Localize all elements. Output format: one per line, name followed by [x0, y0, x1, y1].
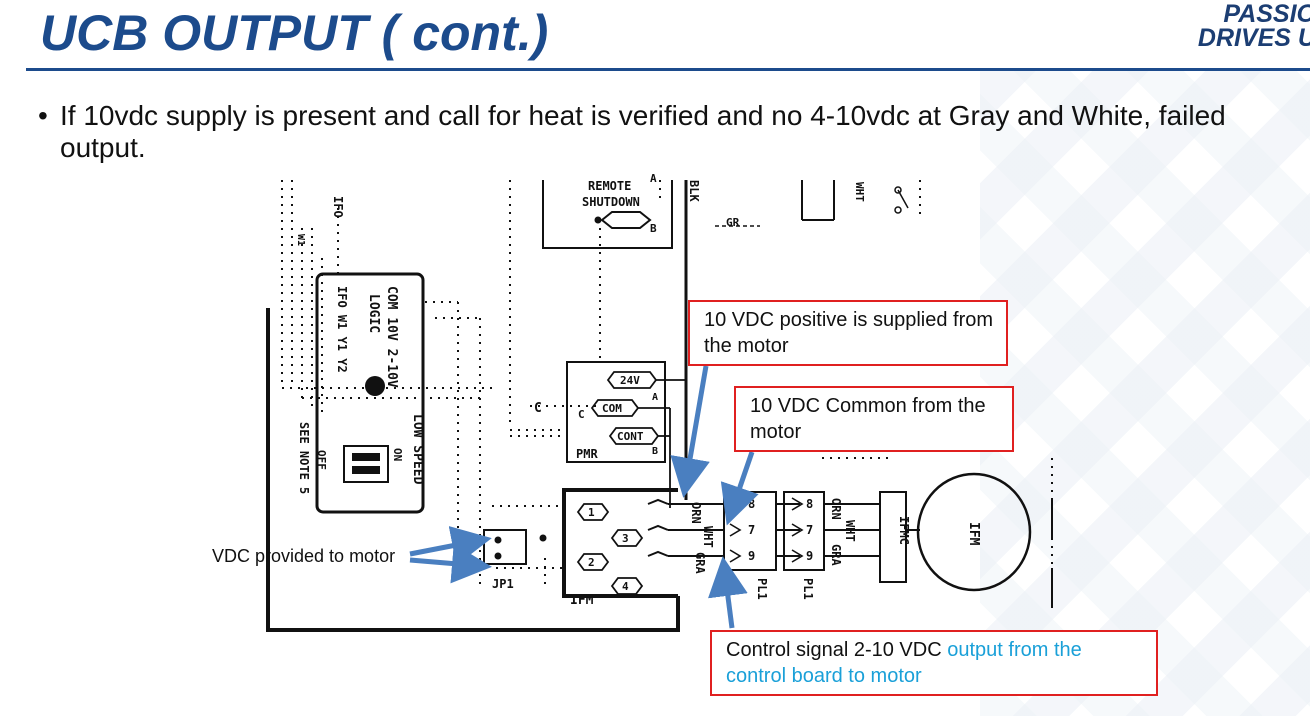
logic-module-box — [315, 272, 425, 514]
orn-label-1: ORN — [689, 502, 703, 524]
thick-ground-loop — [266, 308, 680, 632]
wiring-diagram-svg: REMOTE SHUTDOWN A B BLK GR WHT IFO W1 CO… — [266, 172, 1053, 632]
pmr-box — [566, 361, 666, 463]
logo-line-1: PASSIO — [1223, 2, 1310, 28]
com-10v-label: COM 10V 2-10V — [384, 286, 399, 388]
callout-signal-text-a: Control signal 2-10 VDC — [726, 639, 948, 661]
callout-signal-text-b: output from the control board to motor — [726, 639, 1082, 687]
low-speed-label: LOW SPEED — [410, 414, 425, 485]
ifmc-label: IFMC — [897, 516, 911, 545]
ifm-connector-box — [562, 488, 678, 598]
callout-positive-text: 10 VDC positive is supplied from the mot… — [704, 309, 994, 357]
jp1-label: JP1 — [492, 577, 514, 591]
gr-label: GR — [726, 216, 740, 229]
dip-switch-2 — [352, 466, 380, 474]
pl1-pin-8a: 8 — [748, 497, 755, 511]
callout-signal: Control signal 2-10 VDC output from the … — [710, 630, 1158, 696]
relay-contact-a — [894, 186, 902, 194]
jp1-pin-a — [494, 536, 502, 544]
jp1-node — [539, 534, 547, 542]
shutdown-node — [594, 216, 602, 224]
ifm-connector-label: IFM — [570, 593, 594, 608]
ifm-pin-3: 3 — [622, 532, 629, 545]
pl1-pin-9b: 9 — [806, 549, 813, 563]
pl1-plug-b — [783, 491, 825, 571]
title-divider — [26, 68, 1310, 71]
jp1-jumper-box — [483, 529, 527, 565]
relay-contact-b — [894, 206, 902, 214]
dip-switch-1 — [352, 453, 380, 461]
orn-label-2: ORN — [829, 498, 843, 520]
dip-switch-box — [343, 445, 389, 483]
on-label: ON — [391, 448, 404, 461]
relay-switch — [897, 189, 909, 209]
bullet-item: • If 10vdc supply is present and call fo… — [38, 100, 1300, 164]
ifm-motor-circle — [916, 472, 1032, 592]
off-label: OFF — [315, 450, 328, 470]
pmr-b-label: B — [652, 446, 658, 457]
gra-label-1: GRA — [693, 552, 707, 574]
logo-line-2: DRIVES U — [1197, 24, 1310, 52]
ifo-label: IFO — [331, 196, 345, 218]
wiring-diagram: REMOTE SHUTDOWN A B BLK GR WHT IFO W1 CO… — [200, 168, 1100, 638]
pmr-label: PMR — [576, 447, 598, 461]
jp1-pin-b — [494, 552, 502, 560]
annotation-arrows — [409, 365, 759, 629]
motor-wire-bundle — [647, 498, 880, 557]
logic-badge-icon — [365, 376, 385, 396]
com-label: COM — [602, 402, 622, 415]
pl1-pin-7a: 7 — [748, 523, 755, 537]
shutdown-a-label: A — [650, 172, 657, 185]
vdc-provided-label: VDC provided to motor — [212, 546, 396, 566]
gra-label-2: GRA — [829, 544, 843, 566]
pl1-label-b: PL1 — [801, 578, 815, 600]
c-label-inner: C — [578, 408, 585, 421]
logic-label: LOGIC — [366, 294, 381, 333]
wht-label-2: WHT — [843, 520, 857, 542]
pl1-pin-8b: 8 — [806, 497, 813, 511]
w1-label: W1 — [295, 234, 306, 246]
wht-label-1: WHT — [701, 526, 715, 548]
ifmc-box — [879, 491, 907, 583]
blk-label: BLK — [687, 180, 701, 202]
shutdown-b-label: B — [650, 222, 657, 235]
pl1-pin-9a: 9 — [748, 549, 755, 563]
ifm-pin-housings — [576, 503, 644, 595]
c-label-outer: C — [534, 401, 542, 416]
ifm-pin-2: 2 — [588, 556, 595, 569]
pl1-pin-7b: 7 — [806, 523, 813, 537]
pmr-a-label: A — [652, 392, 658, 403]
bullet-dot-icon: • — [38, 100, 48, 131]
background-pattern — [980, 70, 1310, 716]
shutdown-connector-icon — [600, 211, 652, 229]
shutdown-label: SHUTDOWN — [582, 195, 640, 209]
page-title: UCB OUTPUT ( cont.) — [40, 5, 549, 61]
ifm-pin-4: 4 — [622, 580, 629, 593]
ifm-pin-1: 1 — [588, 506, 595, 519]
callout-common-text: 10 VDC Common from the motor — [750, 395, 986, 443]
bullet-text: If 10vdc supply is present and call for … — [60, 100, 1226, 163]
cont-label: CONT — [617, 430, 644, 443]
see-note-label: SEE NOTE 5 — [297, 422, 311, 494]
remote-label: REMOTE — [588, 179, 631, 193]
ifo-w1-y1-y2-label: IFO W1 Y1 Y2 — [335, 286, 349, 373]
pl1-label-a: PL1 — [755, 578, 769, 600]
relay-wht-label: WHT — [853, 182, 866, 202]
remote-shutdown-box — [542, 180, 673, 249]
ifm-motor-label: IFM — [966, 522, 981, 546]
brand-logo: PASSIO DRIVES U — [1196, 2, 1310, 54]
v24-label: 24V — [620, 374, 640, 387]
callout-positive: 10 VDC positive is supplied from the mot… — [688, 300, 1008, 366]
callout-common: 10 VDC Common from the motor — [734, 386, 1014, 452]
